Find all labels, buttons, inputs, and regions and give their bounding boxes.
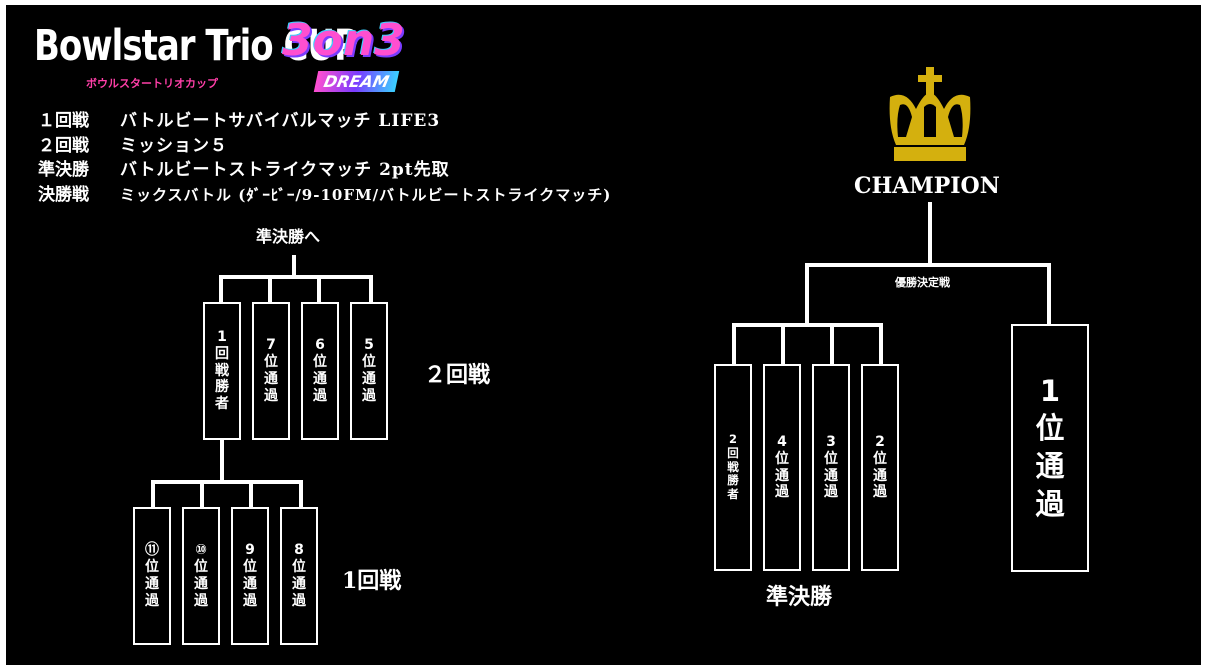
round1-label: 1回戦 <box>342 568 402 594</box>
to-semifinal-label: 準決勝へ <box>256 227 321 246</box>
slot-text: 位通過 <box>243 559 257 609</box>
bracket-line <box>781 323 785 365</box>
bracket-line <box>200 480 204 508</box>
slot-number: ⑩ <box>195 542 207 559</box>
logo-subtitle: ボウルスタートリオカップ <box>86 77 218 90</box>
bracket-line <box>219 275 223 303</box>
rule-label: １回戦 <box>38 111 89 131</box>
bracket-line <box>369 275 373 303</box>
rule-round2: ２回戦 ミッション５ <box>38 134 611 159</box>
slot-number: 9 <box>245 542 255 559</box>
slot-number: 4 <box>777 433 787 450</box>
bracket-line <box>292 255 296 277</box>
slot-number: 6 <box>315 337 325 354</box>
rule-final: 決勝戦 ミックスバトル (ﾀﾞｰﾋﾞｰ/9-10FM/バトルビートストライクマッ… <box>38 183 611 208</box>
bracket-line <box>732 323 883 327</box>
rule-label: ２回戦 <box>38 135 89 156</box>
event-logo: Bowlstar Trio CUP ボウルスタートリオカップ 3on3 DREA… <box>34 13 414 108</box>
round2-label: ２回戦 <box>424 362 491 388</box>
semifinal-label: 準決勝 <box>766 584 833 610</box>
slot-text: 位通過 <box>1035 411 1065 521</box>
slot-number: 3 <box>826 433 836 450</box>
slot-text: 位通過 <box>264 354 278 404</box>
slot-number: 1 <box>217 329 227 345</box>
slot-text: 位通過 <box>194 559 208 609</box>
logo-title: Bowlstar Trio CUP <box>34 21 359 71</box>
slot-text: 位通過 <box>873 450 887 501</box>
bracket-canvas: Bowlstar Trio CUP ボウルスタートリオカップ 3on3 DREA… <box>6 5 1201 665</box>
champion-label: CHAMPION <box>854 173 1000 199</box>
bracket-line <box>928 202 932 265</box>
slot-number: 7 <box>266 337 276 354</box>
slot-text: 回戦勝者 <box>727 445 739 502</box>
slot-text: 位通過 <box>313 354 327 404</box>
slot-number: ⑪ <box>145 542 159 559</box>
bracket-line <box>220 440 224 482</box>
bracket-line <box>732 323 736 365</box>
slot-text: 位通過 <box>292 559 306 609</box>
rule-label: 準決勝 <box>38 160 89 180</box>
rule-round1: １回戦 バトルビートサバイバルマッチ LIFE3 <box>38 109 611 134</box>
bracket-line <box>805 263 809 325</box>
rules-list: １回戦 バトルビートサバイバルマッチ LIFE3 ２回戦 ミッション５ 準決勝 … <box>38 109 611 207</box>
bracket-line <box>151 480 303 484</box>
rule-detail: バトルビートストライクマッチ 2pt先取 <box>120 160 450 180</box>
rule-detail: ミックスバトル (ﾀﾞｰﾋﾞｰ/9-10FM/バトルビートストライクマッチ) <box>120 185 612 204</box>
slot-number: 5 <box>364 337 374 354</box>
rule-detail: バトルビートサバイバルマッチ LIFE3 <box>120 111 441 131</box>
slot-number: 8 <box>294 542 304 559</box>
crown-icon <box>889 67 971 161</box>
bracket-line <box>268 275 272 303</box>
slot-text: 回戦勝者 <box>215 345 229 413</box>
bracket-line <box>249 480 253 508</box>
bracket-line <box>805 263 1051 267</box>
final-match-label: 優勝決定戦 <box>895 276 950 289</box>
rule-detail: ミッション５ <box>120 135 228 156</box>
bracket-line <box>219 275 373 279</box>
bracket-line <box>317 275 321 303</box>
bracket-line <box>830 323 834 365</box>
slot-number: 2 <box>728 432 737 446</box>
slot-text: 位通過 <box>362 354 376 404</box>
slot-text: 位通過 <box>824 450 838 501</box>
rule-semifinal: 準決勝 バトルビートストライクマッチ 2pt先取 <box>38 158 611 183</box>
slot-text: 位通過 <box>775 450 789 501</box>
logo-3on3-badge: 3on3 <box>282 15 405 66</box>
slot-number: 2 <box>875 433 885 450</box>
rule-label: 決勝戦 <box>38 184 89 205</box>
bracket-line <box>1047 263 1051 325</box>
slot-text: 位通過 <box>145 559 159 609</box>
bracket-line <box>299 480 303 508</box>
bracket-line <box>879 323 883 365</box>
bracket-line <box>151 480 155 508</box>
slot-number: 1 <box>1039 373 1061 408</box>
logo-dream-badge: DREAM <box>313 71 400 92</box>
